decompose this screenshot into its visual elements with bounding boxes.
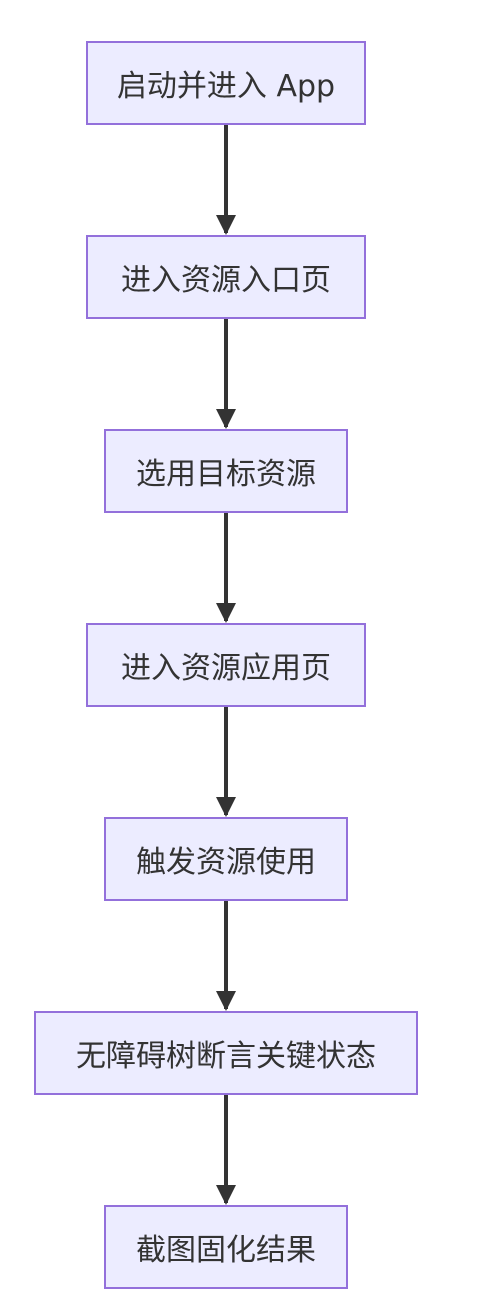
flow-step-select-resource: 选用目标资源 <box>104 429 348 513</box>
flow-step-label: 进入资源入口页 <box>121 263 331 298</box>
flow-step-resource-apply: 进入资源应用页 <box>86 623 366 707</box>
flow-step-screenshot: 截图固化结果 <box>104 1205 348 1289</box>
flow-step-resource-entry: 进入资源入口页 <box>86 235 366 319</box>
flow-step-label: 进入资源应用页 <box>121 651 331 686</box>
flow-step-label: 启动并进入 App <box>116 69 336 104</box>
flow-step-label: 截图固化结果 <box>136 1233 316 1268</box>
flow-step-trigger-use: 触发资源使用 <box>104 817 348 901</box>
flow-step-label: 选用目标资源 <box>136 457 316 492</box>
flow-step-label: 触发资源使用 <box>136 845 316 880</box>
flow-step-label: 无障碍树断言关键状态 <box>76 1039 376 1074</box>
flow-step-launch-app: 启动并进入 App <box>86 41 366 125</box>
flow-step-accessibility-assert: 无障碍树断言关键状态 <box>34 1011 418 1095</box>
